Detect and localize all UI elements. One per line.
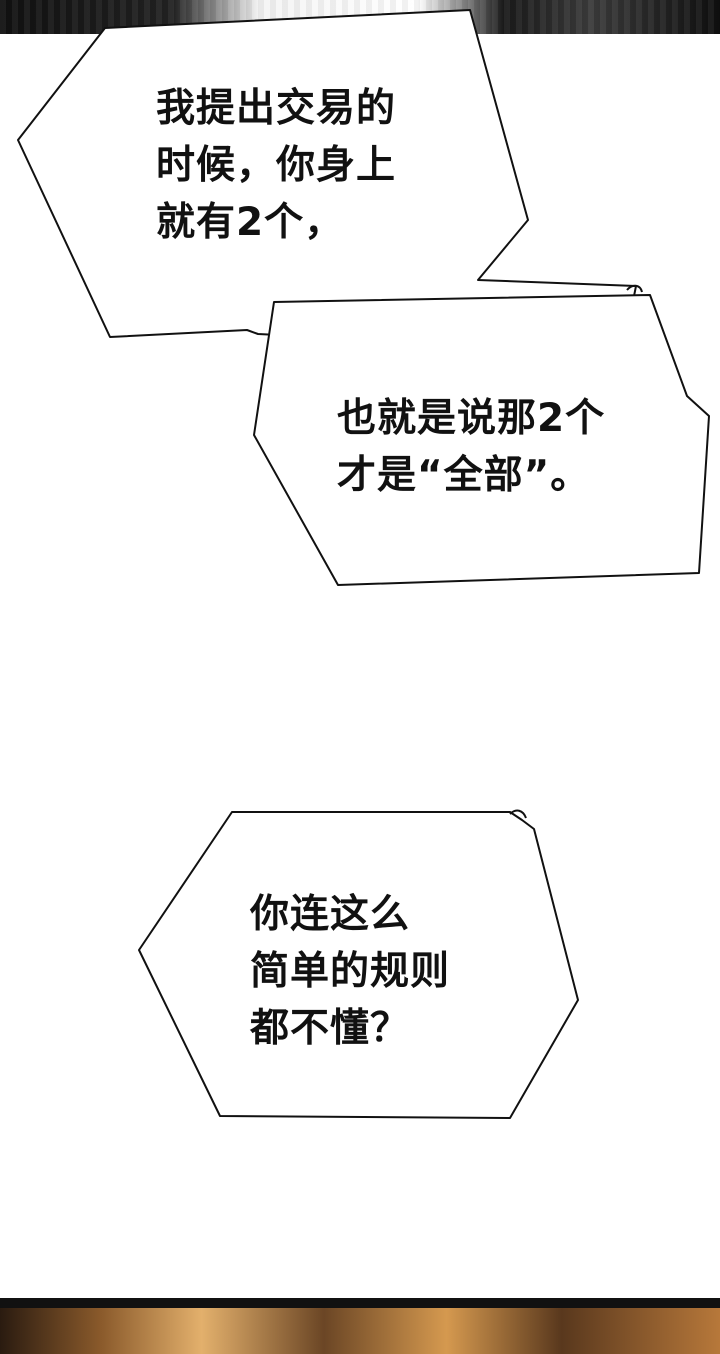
speech-text-2: 也就是说那2个 才是“全部”。 <box>337 396 606 498</box>
bubble-3-tail-notch <box>509 809 527 819</box>
speech-bubble-3 <box>138 811 579 1119</box>
speech-bubble-2 <box>253 294 710 586</box>
bottom-artwork-strip <box>0 1298 720 1354</box>
speech-text-3: 你连这么 简单的规则 都不懂？ <box>250 892 451 1051</box>
bubble-2-tail-notch <box>626 284 643 293</box>
speech-text-1: 我提出交易的 时候，你身上 就有2个， <box>156 86 397 245</box>
